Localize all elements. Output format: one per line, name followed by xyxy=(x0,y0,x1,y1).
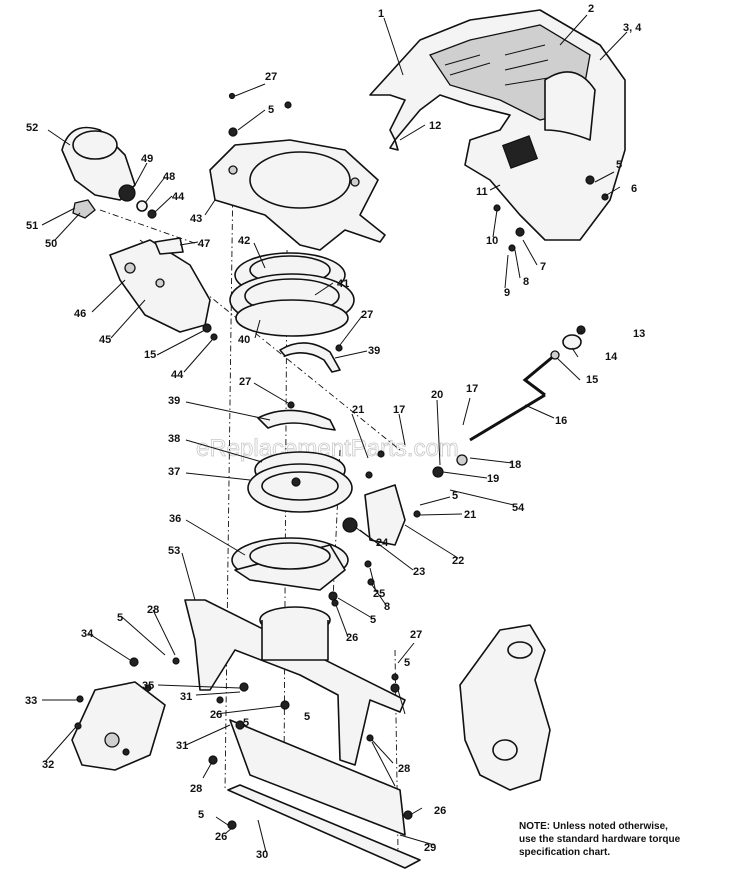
callout-21: 21 xyxy=(352,404,364,416)
callout-15: 15 xyxy=(144,349,156,361)
callout-leaders xyxy=(41,14,628,853)
callout-37: 37 xyxy=(168,466,180,478)
callout-39: 39 xyxy=(168,395,180,407)
callout-labels: 1 2 3, 4 27 5 52 12 49 5 48 6 11 44 43 5… xyxy=(25,3,645,861)
chute-base-part xyxy=(231,537,349,591)
upper-plate-part xyxy=(209,139,386,251)
callout-33: 33 xyxy=(25,695,37,707)
callout-41: 41 xyxy=(337,278,349,290)
callout-1: 1 xyxy=(378,8,384,20)
callout-28: 28 xyxy=(147,604,159,616)
callout-2: 2 xyxy=(588,3,594,15)
callout-10: 10 xyxy=(486,235,498,247)
callout-23: 23 xyxy=(413,566,425,578)
callout-53: 53 xyxy=(168,545,180,557)
callout-5: 5 xyxy=(370,614,376,626)
callout-44: 44 xyxy=(171,369,184,381)
callout-5: 5 xyxy=(616,159,622,171)
bearing-ring-parts xyxy=(229,252,355,337)
callout-34: 34 xyxy=(81,628,94,640)
callout-25: 25 xyxy=(373,588,385,600)
callout-9: 9 xyxy=(504,287,510,299)
callout-50: 50 xyxy=(45,238,57,250)
callout-51: 51 xyxy=(26,220,38,232)
callout-3-4: 3, 4 xyxy=(623,22,642,34)
callout-13: 13 xyxy=(633,328,645,340)
callout-14: 14 xyxy=(605,351,618,363)
callout-47: 47 xyxy=(198,238,210,250)
callout-15: 15 xyxy=(586,374,598,386)
callout-27: 27 xyxy=(361,309,373,321)
callout-22: 22 xyxy=(452,555,464,567)
callout-28: 28 xyxy=(398,763,410,775)
note-line-3: specification chart. xyxy=(519,847,611,858)
callout-24: 24 xyxy=(376,537,389,549)
callout-19: 19 xyxy=(487,473,499,485)
callout-43: 43 xyxy=(190,213,202,225)
callout-44: 44 xyxy=(172,191,185,203)
callout-8: 8 xyxy=(523,276,529,288)
callout-38: 38 xyxy=(168,433,180,445)
auger-housing-part xyxy=(184,599,406,766)
callout-17: 17 xyxy=(393,404,405,416)
side-plate-right-part xyxy=(459,624,551,791)
callout-12: 12 xyxy=(429,120,441,132)
callout-48: 48 xyxy=(163,171,175,183)
side-plate-left-part xyxy=(71,681,166,771)
callout-40: 40 xyxy=(238,334,250,346)
callout-31: 31 xyxy=(180,691,192,703)
chute-deflector-part xyxy=(61,126,157,219)
callout-36: 36 xyxy=(169,513,181,525)
callout-54: 54 xyxy=(512,502,525,514)
note-line-2: use the standard hardware torque xyxy=(519,834,681,845)
torque-note: NOTE: Unless noted otherwise, use the st… xyxy=(519,820,744,859)
callout-16: 16 xyxy=(555,415,567,427)
callout-26: 26 xyxy=(215,831,227,843)
callout-5: 5 xyxy=(404,657,410,669)
callout-18: 18 xyxy=(509,459,521,471)
crank-rod-part xyxy=(469,325,586,442)
callout-30: 30 xyxy=(256,849,268,861)
callout-39: 39 xyxy=(368,345,380,357)
callout-29: 29 xyxy=(424,842,436,854)
callout-5: 5 xyxy=(117,612,123,624)
callout-32: 32 xyxy=(42,759,54,771)
callout-46: 46 xyxy=(74,308,86,320)
scraper-bar-part xyxy=(227,719,421,869)
ring-gear-part xyxy=(247,409,353,513)
callout-49: 49 xyxy=(141,153,153,165)
callout-45: 45 xyxy=(99,334,111,346)
callout-5: 5 xyxy=(452,490,458,502)
callout-27: 27 xyxy=(410,629,422,641)
callout-8: 8 xyxy=(384,601,390,613)
callout-27: 27 xyxy=(265,71,277,83)
hardware-fasteners xyxy=(74,92,609,830)
callout-52: 52 xyxy=(26,122,38,134)
callout-35: 35 xyxy=(142,680,154,692)
callout-20: 20 xyxy=(431,389,443,401)
callout-5: 5 xyxy=(304,711,310,723)
retainer-bracket-upper xyxy=(279,342,341,373)
callout-42: 42 xyxy=(238,235,250,247)
callout-26: 26 xyxy=(434,805,446,817)
callout-21: 21 xyxy=(464,509,476,521)
gear-bracket-part xyxy=(342,454,468,546)
chute-housing-part xyxy=(369,9,626,241)
callout-5: 5 xyxy=(268,104,274,116)
callout-5: 5 xyxy=(243,717,249,729)
callout-5: 5 xyxy=(198,809,204,821)
callout-17: 17 xyxy=(466,383,478,395)
callout-26: 26 xyxy=(346,632,358,644)
callout-7: 7 xyxy=(540,261,546,273)
callout-28: 28 xyxy=(190,783,202,795)
callout-26: 26 xyxy=(210,709,222,721)
callout-27: 27 xyxy=(239,376,251,388)
callout-31: 31 xyxy=(176,740,188,752)
note-line-1: NOTE: Unless noted otherwise, xyxy=(519,821,668,832)
crank-bracket-part xyxy=(109,237,211,333)
callout-6: 6 xyxy=(631,183,637,195)
callout-11: 11 xyxy=(476,186,488,198)
